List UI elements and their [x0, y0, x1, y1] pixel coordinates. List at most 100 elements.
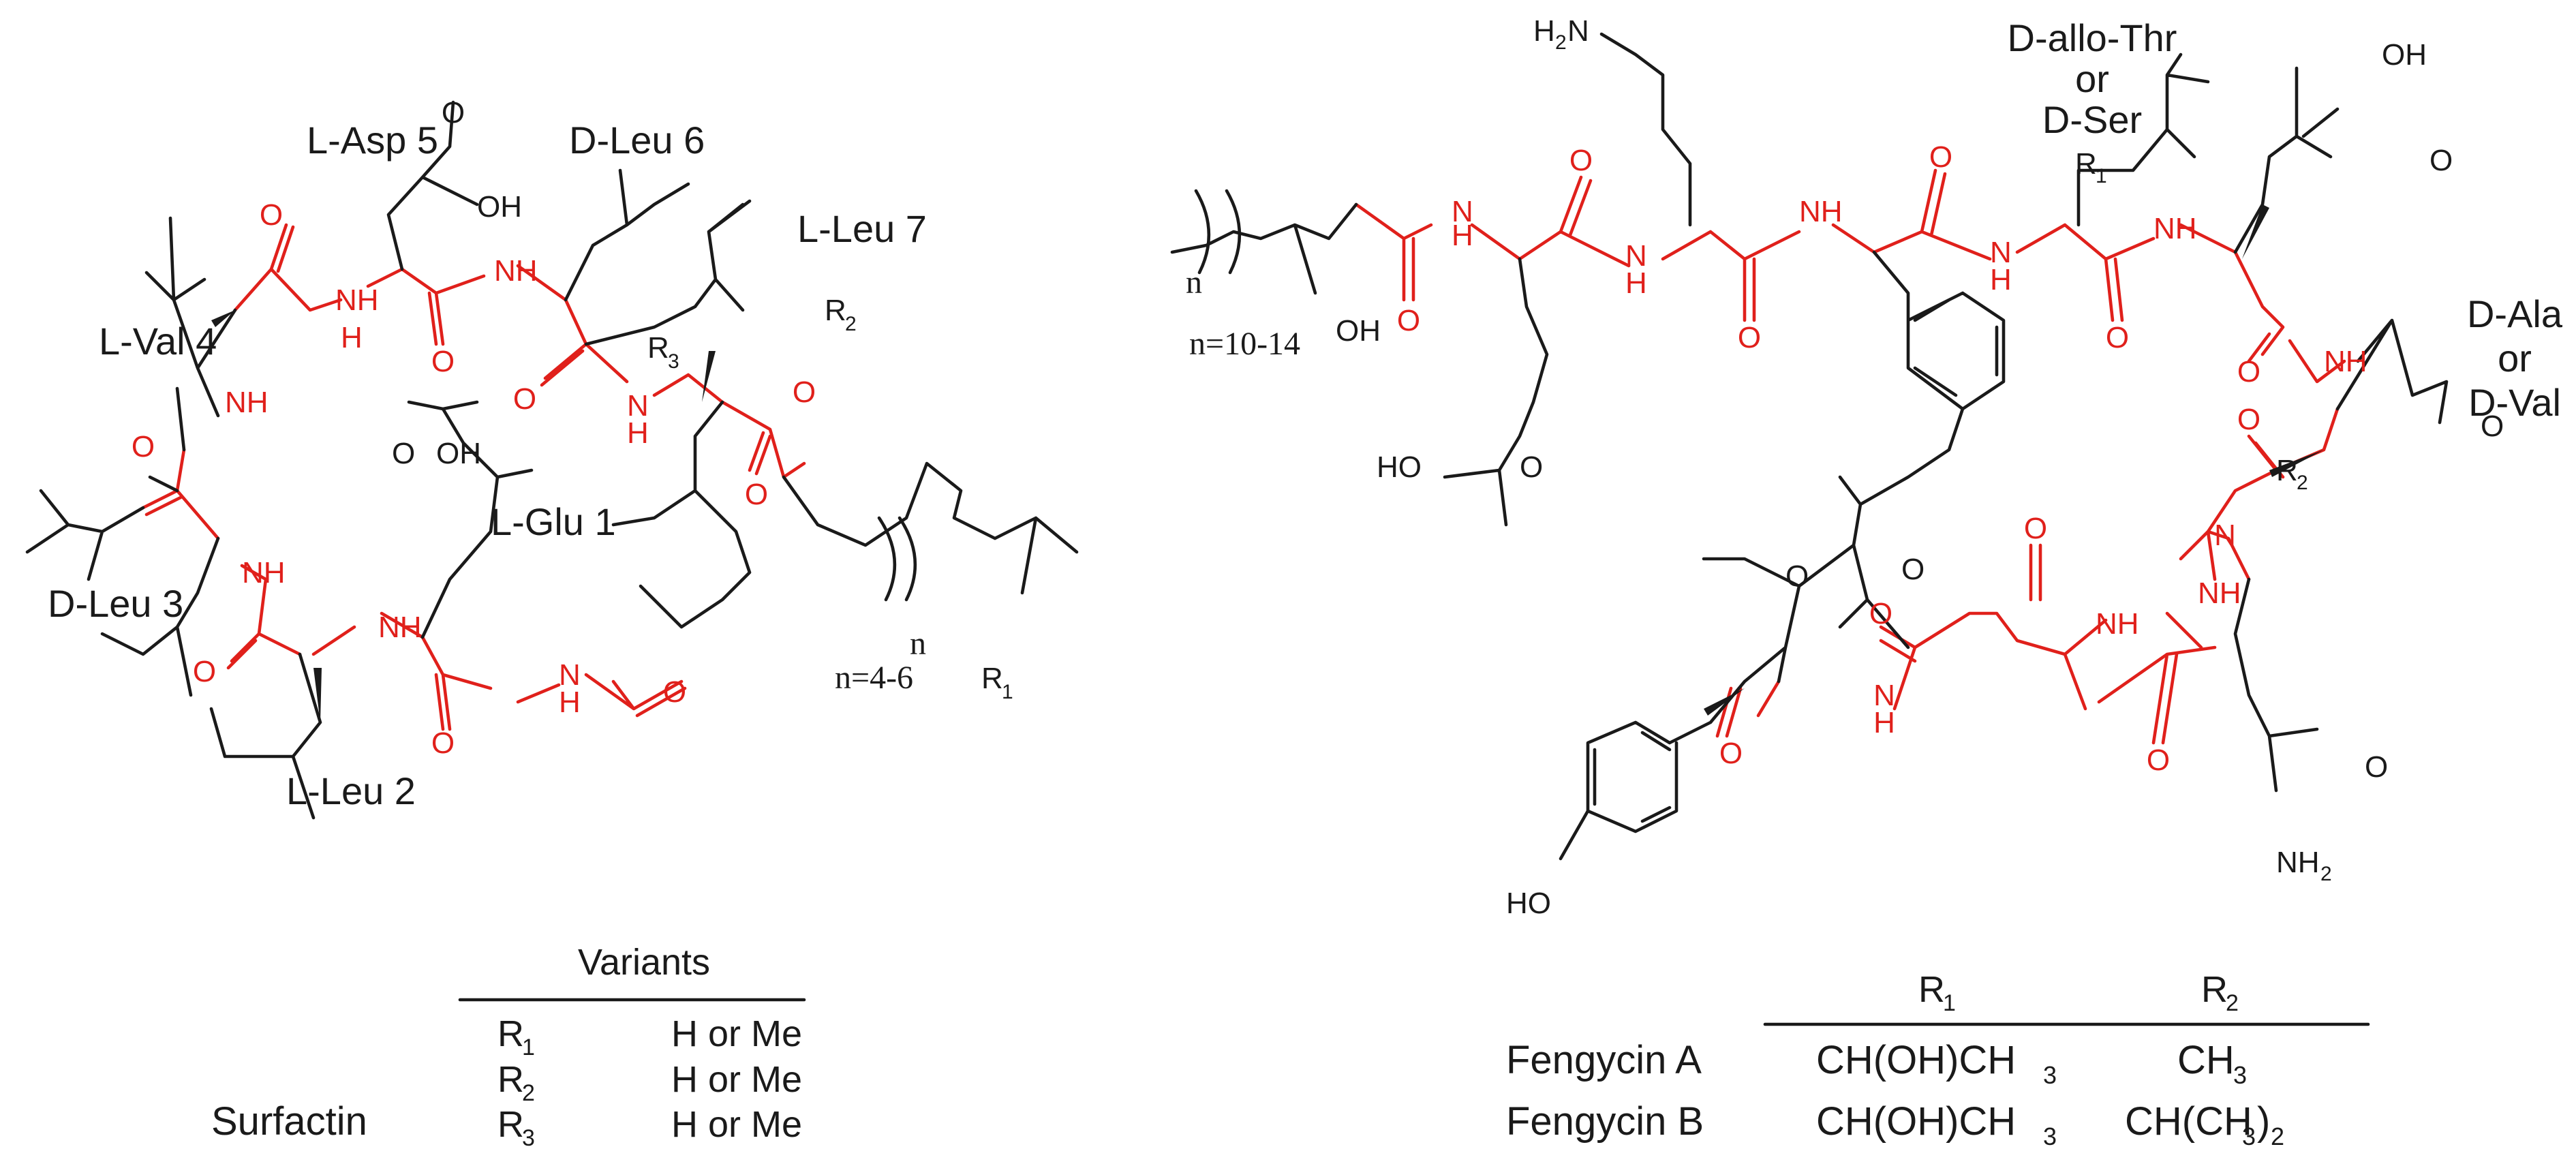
surfactin-o-asp-acid: O: [442, 96, 465, 129]
surfactin-r2-main: R: [825, 294, 846, 327]
fengycin-nh-5: NH: [2153, 212, 2197, 245]
fengycin-label-thr-ser-2: or: [2075, 57, 2109, 100]
fengycin-row-a-r1: CH(OH)CH: [1816, 1038, 2016, 1082]
fengycin-h-1: H: [1452, 219, 1473, 252]
fengycin-r2-sub: 2: [2297, 472, 2308, 494]
surfactin-oh-glu: OH: [436, 437, 481, 470]
surfactin-label-leu3: D-Leu 3: [48, 582, 183, 625]
fengycin-table-col1-r: R: [1918, 969, 1945, 1010]
surfactin-o-val4: O: [260, 198, 283, 232]
fengycin-o-ester: O: [1901, 553, 1925, 586]
surfactin-chain-length: n=4-6: [835, 660, 913, 696]
surfactin-h-glu: H: [559, 686, 581, 719]
fengycin-o-4: O: [1929, 140, 1952, 174]
fengycin-n-pro: N: [2214, 519, 2236, 552]
fengycin-n-2: N: [1625, 239, 1647, 273]
surfactin-n-subscript: n: [910, 626, 926, 662]
surfactin-wedge-1: [211, 310, 235, 327]
surfactin-h-1: H: [341, 321, 363, 354]
surfactin-nh-leu2: NH: [378, 611, 422, 644]
fengycin-row-a-r2-sub: 3: [2233, 1061, 2247, 1089]
surfactin-label-leu7: L-Leu 7: [797, 207, 927, 250]
fengycin-h-9: H: [1873, 706, 1895, 739]
surfactin-nh-1: NH: [335, 284, 379, 317]
fengycin-chain-length: n=10-14: [1189, 326, 1300, 362]
surfactin-r3-main: R: [647, 331, 669, 365]
fengycin-row-b-r2: CH(CH: [2125, 1099, 2252, 1144]
surfactin-label-leu2: L-Leu 2: [286, 769, 416, 812]
fengycin-ho-tyr: HO: [1506, 887, 1551, 920]
surfactin-variant-r1-label: R: [497, 1013, 524, 1054]
fengycin-oh-top: OH: [2382, 38, 2427, 72]
fengycin-table-col2-r: R: [2201, 969, 2228, 1010]
fengycin-label-ala-val-2: or: [2498, 337, 2532, 380]
fengycin-o-glu: O: [1520, 450, 1543, 484]
surfactin-r2-sub: 2: [845, 313, 857, 335]
fengycin-wedge-3: [2242, 204, 2269, 259]
fengycin-wedge-2: [2269, 450, 2324, 477]
fengycin-h2n-n: N: [1567, 14, 1589, 48]
fengycin-label-ala-val-3: D-Val: [2468, 381, 2561, 424]
fengycin-o-ester-carbonyl: O: [1785, 560, 1809, 593]
surfactin-n-glu: N: [559, 658, 581, 692]
surfactin-r1-sub: 1: [1002, 681, 1013, 703]
surfactin-name: Surfactin: [211, 1099, 367, 1144]
surfactin-n-brackets: [877, 516, 917, 602]
surfactin-o-asp: O: [431, 345, 455, 378]
fengycin-r2-main: R: [2276, 454, 2298, 487]
surfactin-label-asp5: L-Asp 5: [307, 119, 438, 162]
surfactin-o-ester-carbonyl: O: [793, 376, 816, 409]
fengycin-label-thr-ser-1: D-allo-Thr: [2008, 16, 2177, 59]
fengycin-row-b-r1: CH(OH)CH: [1816, 1099, 2016, 1144]
surfactin-variant-row-3: R 3 H or Me: [497, 1104, 802, 1151]
fengycin-h-2: H: [1625, 266, 1647, 300]
surfactin-variant-r3-value: H or Me: [671, 1104, 802, 1145]
fengycin-o-ala: O: [2481, 410, 2504, 443]
fengycin-ring-bonds-black: [1170, 32, 2449, 861]
surfactin-variant-row-1: R 1 H or Me: [497, 1013, 802, 1060]
surfactin-n-leu7: N: [627, 389, 649, 423]
fengycin-o-top: O: [2429, 144, 2453, 177]
fengycin-nh2-sub: 2: [2320, 863, 2332, 885]
fengycin-n-brackets: [1194, 189, 1242, 275]
surfactin-o-glu-acid: O: [392, 437, 415, 470]
fengycin-n-1: N: [1452, 195, 1473, 228]
surfactin-nh-val: NH: [225, 386, 269, 419]
surfactin-o-leu2: O: [193, 655, 216, 688]
fengycin-table-col1-sub: 1: [1943, 990, 1956, 1016]
fengycin-o-6: O: [2237, 355, 2260, 388]
surfactin-label-val4: L-Val 4: [99, 320, 217, 363]
surfactin-o-ester: O: [745, 478, 768, 511]
surfactin-o-leu6: O: [513, 382, 536, 416]
fengycin-o-7: O: [2237, 403, 2260, 436]
fengycin-label-thr-ser-3: D-Ser: [2042, 98, 2142, 141]
fengycin-structure: N H O O N H O NH O N H O NH O NH O NH O …: [1170, 14, 2563, 1150]
surfactin-wedge-2: [702, 351, 716, 402]
fengycin-n-4: N: [1990, 236, 2012, 269]
fengycin-row-b-name: Fengycin B: [1506, 1099, 1704, 1144]
surfactin-wedge-3: [313, 668, 322, 722]
fengycin-o-11: O: [1719, 737, 1743, 770]
surfactin-o-fa: O: [663, 675, 686, 709]
fengycin-h2n-sub: 2: [1555, 31, 1567, 54]
fengycin-o-2: O: [1569, 144, 1593, 177]
surfactin-oh-asp: OH: [477, 190, 522, 224]
surfactin-label-leu6: D-Leu 6: [569, 119, 705, 162]
fengycin-table-col2-sub: 2: [2226, 990, 2239, 1016]
surfactin-ring-bonds-red: [141, 223, 806, 731]
surfactin-variant-r1-value: H or Me: [671, 1013, 802, 1054]
surfactin-o-glu: O: [431, 726, 455, 760]
surfactin-variant-r3-label: R: [497, 1104, 524, 1145]
surfactin-structure: O NH H O NH O OH O N H O O R 2 R 3 O N H …: [25, 96, 1079, 1151]
surfactin-label-glu1: L-Glu 1: [491, 500, 616, 543]
fengycin-o-1: O: [1397, 304, 1420, 337]
fengycin-row-b-r2-sub: 3: [2242, 1122, 2256, 1150]
fengycin-row-a-r1-sub: 3: [2043, 1061, 2057, 1089]
fengycin-h-4: H: [1990, 263, 2012, 296]
surfactin-r3-sub: 3: [668, 350, 679, 373]
fengycin-oh-chain: OH: [1336, 314, 1381, 348]
fengycin-o-5: O: [2106, 321, 2129, 354]
surfactin-o-leu3: O: [132, 430, 155, 463]
surfactin-variants-header: Variants: [578, 942, 710, 983]
surfactin-variant-r2-value: H or Me: [671, 1059, 802, 1100]
